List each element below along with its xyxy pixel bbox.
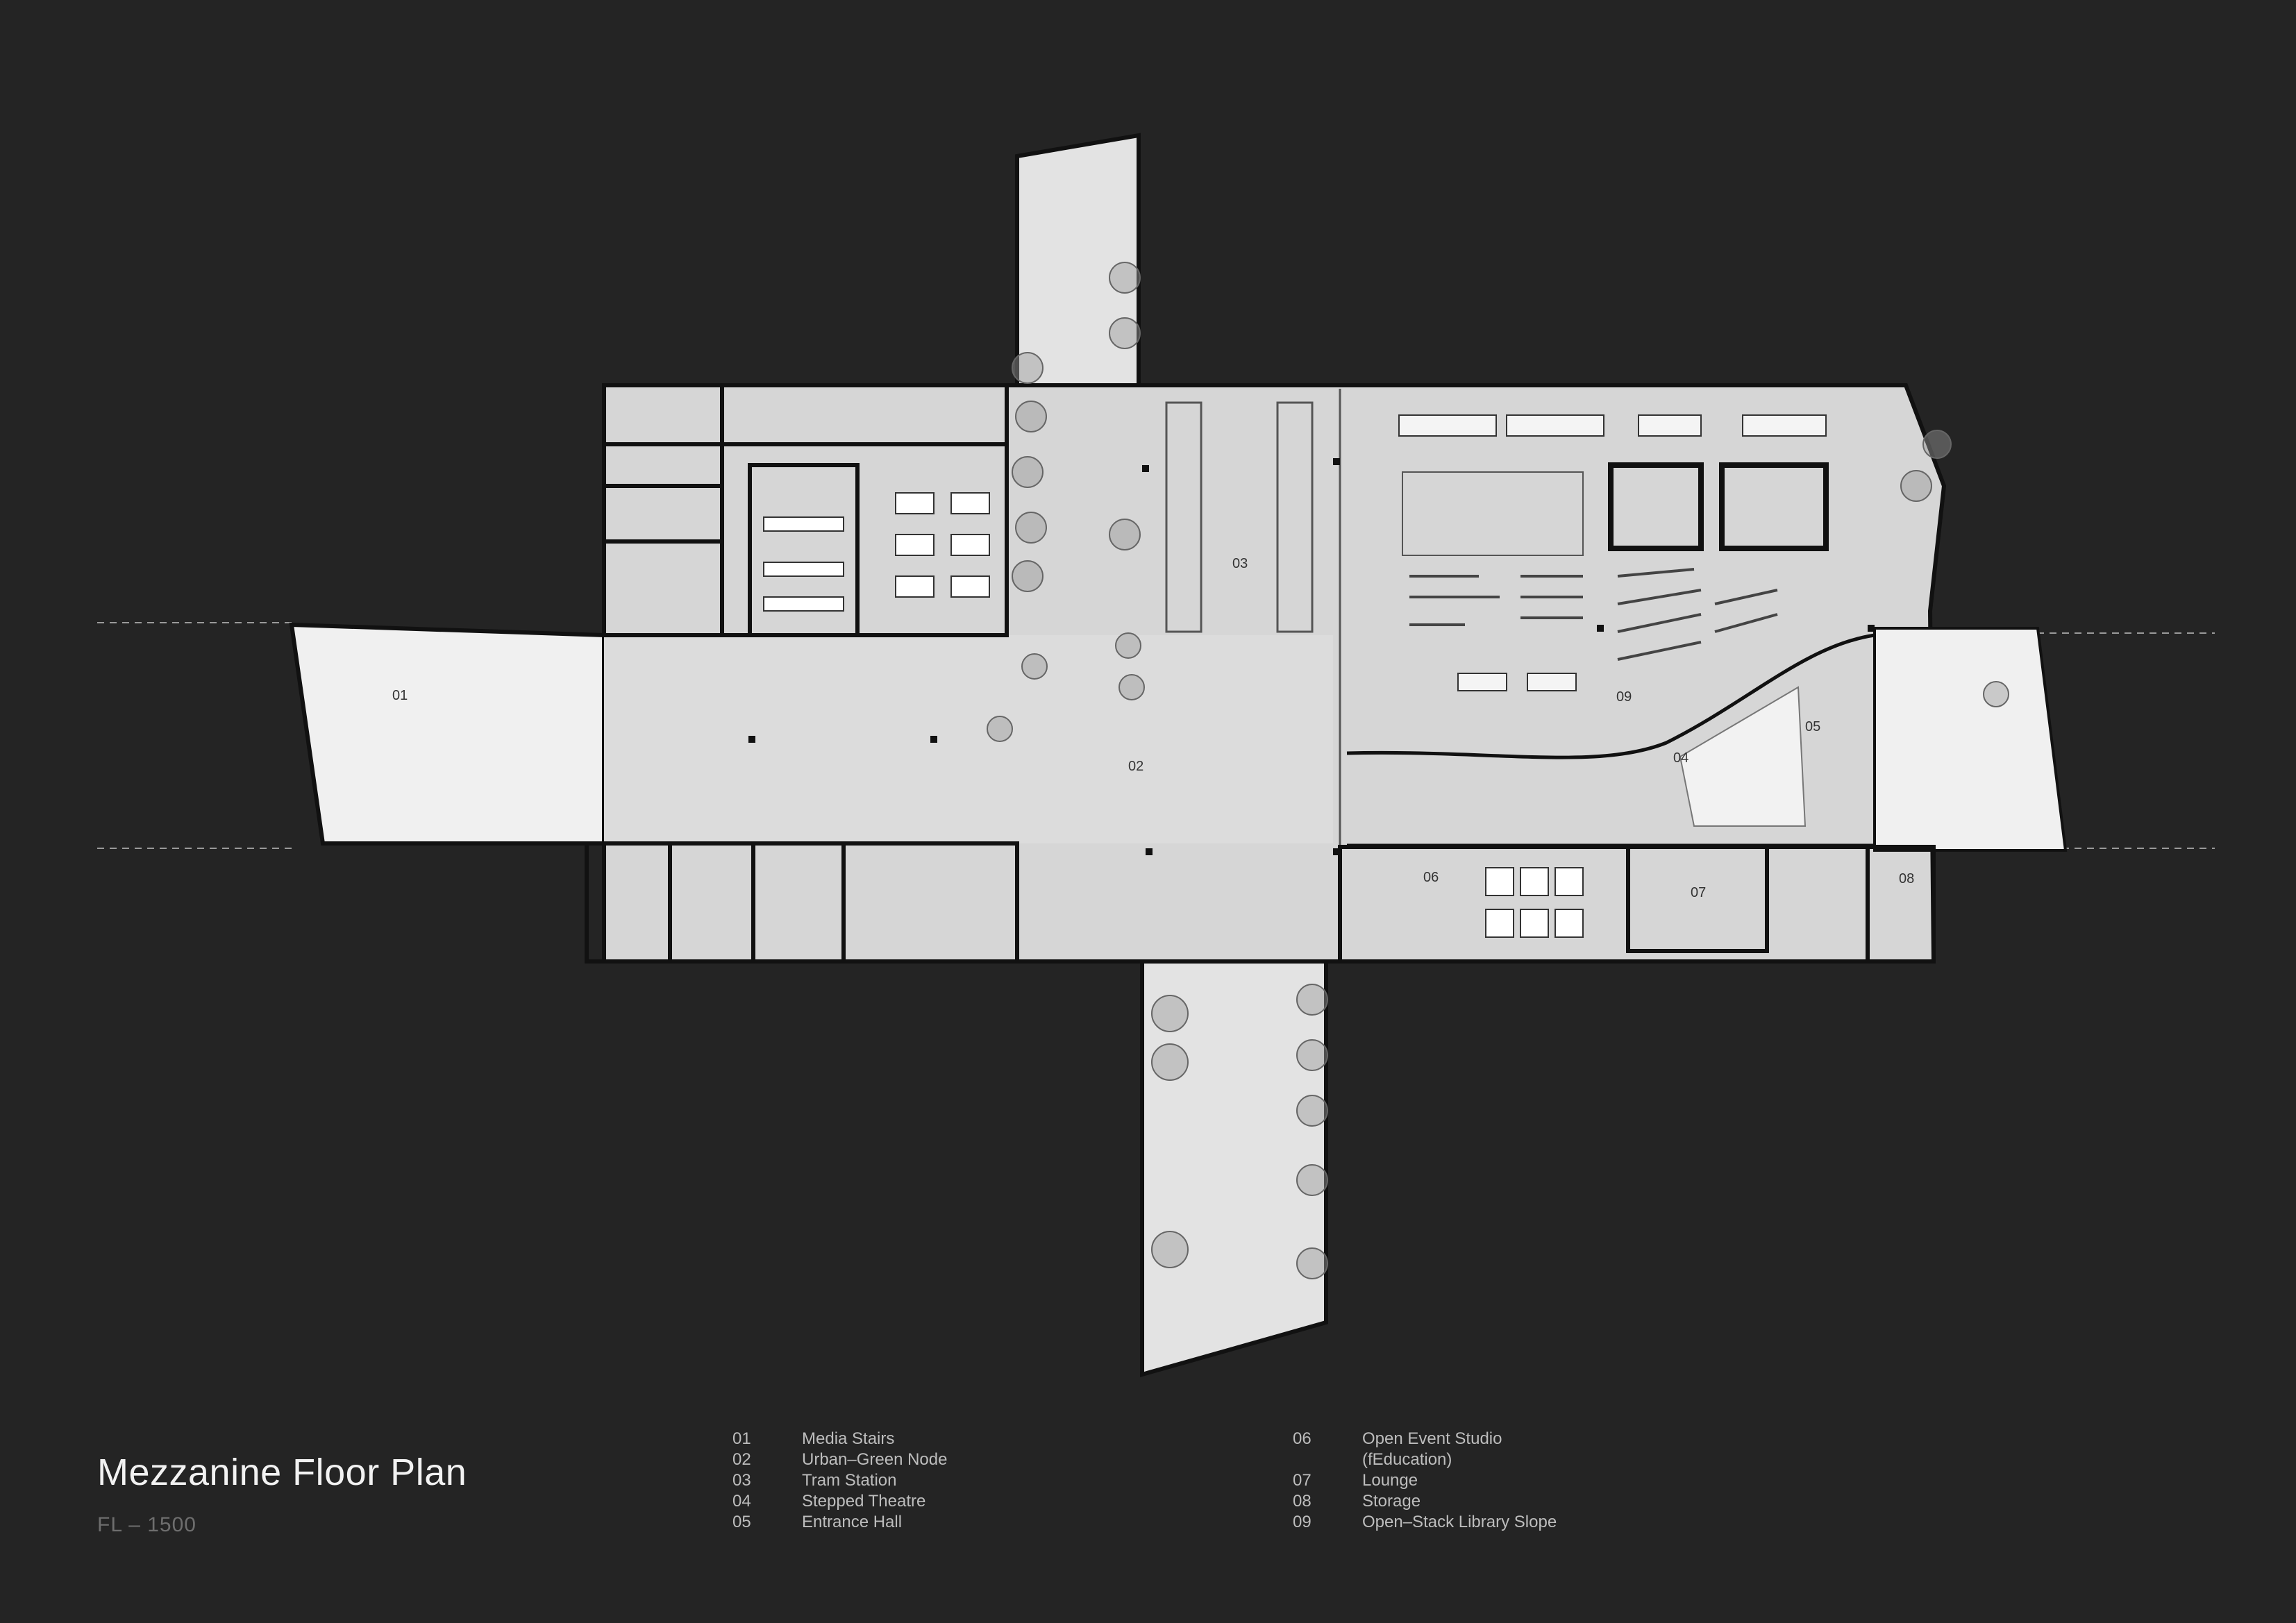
library-zone	[1398, 414, 1829, 691]
room-label-04: 04	[1673, 750, 1689, 766]
room-label-03: 03	[1232, 556, 1248, 571]
room-label-09: 09	[1616, 689, 1632, 705]
room-labels: 01 02 03 04 05 06 07 08 09	[392, 556, 1914, 900]
south-west-rooms	[585, 841, 1019, 964]
plan-title: Mezzanine Floor Plan	[97, 1452, 467, 1493]
room-label-06: 06	[1423, 870, 1439, 885]
room-label-05: 05	[1805, 719, 1820, 734]
studio-tables	[1485, 867, 1584, 938]
plan-subtitle: FL – 1500	[97, 1513, 196, 1536]
axis-lines	[97, 622, 2215, 849]
east-lower-rooms	[1338, 845, 1936, 964]
room-label-08: 08	[1899, 871, 1914, 886]
stepped-theatre	[1679, 686, 1807, 827]
legend-item: (fEducation)	[1362, 1450, 1452, 1469]
room-label-07: 07	[1691, 885, 1706, 900]
west-rooms	[602, 383, 1009, 637]
west-desks	[763, 492, 990, 612]
columns	[748, 458, 1875, 855]
trees	[987, 262, 2009, 1279]
room-label-01: 01	[392, 688, 408, 703]
room-label-02: 02	[1128, 759, 1143, 774]
